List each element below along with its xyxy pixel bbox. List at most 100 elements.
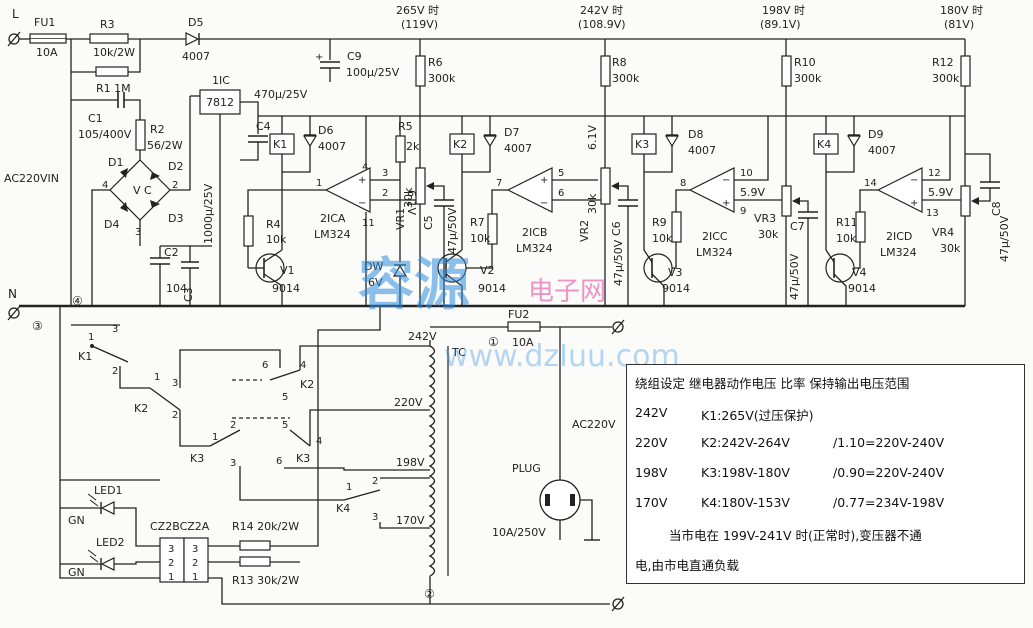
resistor-r14 <box>239 540 271 551</box>
node-1: ① <box>488 335 499 349</box>
d8-value: 4007 <box>688 144 716 157</box>
c8-value: 47μ/50V <box>998 215 1011 262</box>
tap-265-sub: (119V) <box>401 18 438 31</box>
tap-198-label: 198V 时 <box>762 4 805 17</box>
tap-170: 170V <box>396 514 425 527</box>
svg-text:+: + <box>315 52 323 63</box>
tap-242: 242V <box>408 330 437 343</box>
r6-label: R6 <box>428 56 443 69</box>
led1 <box>87 493 115 515</box>
row4-relay: K4:180V-153V <box>701 495 790 510</box>
c3-label: C3 <box>182 287 195 302</box>
resistor-r2 <box>135 119 146 151</box>
d3-label: D3 <box>168 212 183 225</box>
vr2-value: 30k <box>586 193 599 214</box>
c6-label: C6 <box>610 221 623 236</box>
d5-value: 4007 <box>182 50 210 63</box>
ic-label: 1IC <box>212 74 230 87</box>
k2b-pin5: 5 <box>282 392 288 403</box>
k2-pin1: 1 <box>154 372 160 383</box>
svg-text:3: 3 <box>135 227 141 238</box>
ica-part: LM324 <box>314 228 351 241</box>
svg-text:3: 3 <box>192 544 198 555</box>
node-3: ③ <box>32 319 43 333</box>
r8-value: 300k <box>612 72 640 85</box>
r11-value: 10k <box>836 232 857 245</box>
gn2-label: GN <box>68 566 85 579</box>
c7-value: 47μ/50V <box>788 253 801 300</box>
resistor-r5 <box>395 135 406 163</box>
r11-label: R11 <box>836 216 858 229</box>
v1-value: 9014 <box>272 282 300 295</box>
opamp-2icb <box>506 167 553 213</box>
d5-label: D5 <box>188 16 203 29</box>
c8-label: C8 <box>990 201 1003 216</box>
icb-label: 2ICB <box>522 226 547 239</box>
k2-pin2: 2 <box>172 410 178 421</box>
row1-relay: K1:265V(过压保护) <box>701 408 814 423</box>
k3-label-left: K3 <box>190 452 204 465</box>
r2-value: 56/2W <box>147 139 183 152</box>
row2-ratio: /1.10=220V-240V <box>833 435 945 450</box>
resistor-r12 <box>960 55 971 87</box>
ica-pin4: 4 <box>362 162 368 173</box>
r10-value: 300k <box>794 72 822 85</box>
vr2-label: VR2 <box>578 220 591 242</box>
tc-label: TC <box>451 346 466 359</box>
d6-label: D6 <box>318 124 333 137</box>
k2-pin3: 3 <box>172 378 178 389</box>
tap-180-sub: (81V) <box>944 18 974 31</box>
c2-label: C2 <box>164 246 179 259</box>
r12-value: 300k <box>932 72 960 85</box>
watermark-cn: 容源 <box>358 253 470 318</box>
v2-label: V2 <box>480 264 495 277</box>
icb-part: LM324 <box>516 242 553 255</box>
r4-value: 10k <box>266 233 287 246</box>
icb-pin6: 6 <box>558 188 564 199</box>
k3-pin2: 2 <box>230 420 236 431</box>
svg-text:−: − <box>722 175 730 186</box>
transistor-v4 <box>825 253 855 283</box>
r4-label: R4 <box>266 218 281 231</box>
svg-text:−: − <box>358 198 366 209</box>
node-2: ② <box>424 587 435 601</box>
icc-pin10: 10 <box>740 168 753 179</box>
fu1-value: 10A <box>36 46 58 59</box>
vr4-value: 30k <box>940 242 961 255</box>
row4-ratio: /0.77=234V-198V <box>833 495 945 510</box>
icd-part: LM324 <box>880 246 917 259</box>
svg-text:1: 1 <box>192 572 198 583</box>
d6-value: 4007 <box>318 140 346 153</box>
tap-180-label: 180V 时 <box>940 4 983 17</box>
node-4: ④ <box>72 294 83 308</box>
vr2-voltage: 6.1V <box>586 125 599 150</box>
tap-198: 198V <box>396 456 425 469</box>
icd-pin12: 12 <box>928 168 941 179</box>
v4-label: V4 <box>852 266 867 279</box>
connector-cz2a <box>183 537 209 583</box>
c7-label: C7 <box>790 220 805 233</box>
r7-label: R7 <box>470 216 485 229</box>
c9-value: 100μ/25V <box>346 66 400 79</box>
resistor-r3 <box>89 33 129 44</box>
icc-label: 2ICC <box>702 230 728 243</box>
transformer-coil <box>428 345 449 577</box>
led2-label: LED2 <box>96 536 125 549</box>
r3-value: 10k/2W <box>93 46 135 59</box>
svg-text:+: + <box>722 198 730 209</box>
gn1-label: GN <box>68 514 85 527</box>
svg-text:−: − <box>910 175 918 186</box>
dw-value: 6V <box>368 276 383 289</box>
k1-pin3: 3 <box>112 324 118 335</box>
resistor-r8 <box>600 55 611 87</box>
row2-tap: 220V <box>635 435 668 450</box>
r13-label: R13 30k/2W <box>232 574 299 587</box>
r14-label: R14 20k/2W <box>232 520 299 533</box>
r12-label: R12 <box>932 56 954 69</box>
k1-pin1: 1 <box>88 332 94 343</box>
ica-pin3: 3 <box>382 168 388 179</box>
k3-pin4: 4 <box>316 436 322 447</box>
resistor-r9 <box>671 211 682 243</box>
row2-relay: K2:242V-264V <box>701 435 790 450</box>
r9-value: 10k <box>652 232 673 245</box>
